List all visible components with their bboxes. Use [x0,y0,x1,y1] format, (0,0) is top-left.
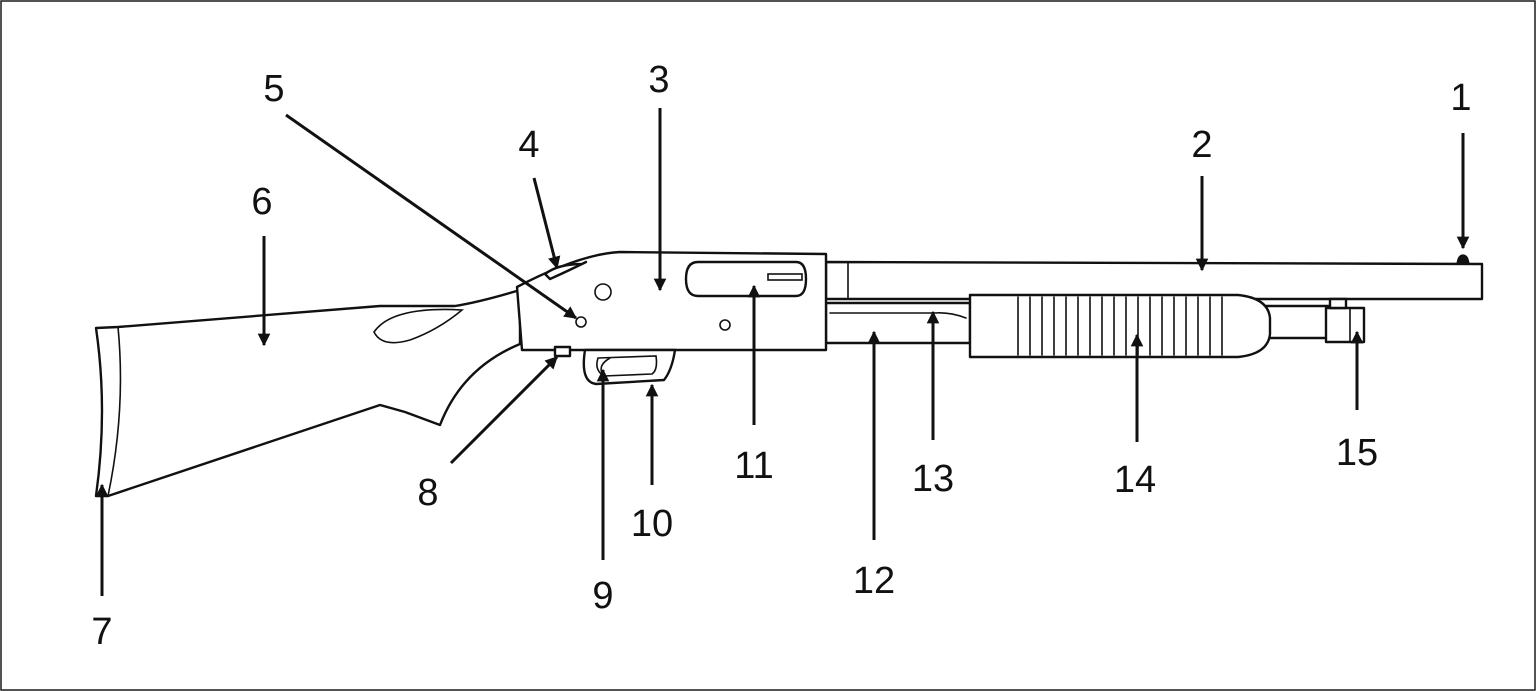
leader-4 [532,177,561,270]
callout-13: 13 [912,458,954,500]
callout-7: 7 [91,611,112,653]
leader-5 [285,113,578,320]
stock [94,288,522,498]
callout-15: 15 [1336,432,1378,474]
callout-1: 1 [1450,77,1471,119]
callout-numbers: 1 2 3 4 5 6 7 8 9 10 11 12 13 14 15 [91,59,1471,653]
leader-8 [449,355,559,465]
callout-2: 2 [1191,124,1212,166]
callout-8: 8 [417,472,438,514]
ejection-port [684,260,808,298]
forend-grip-ribs [1017,296,1223,356]
callout-6: 6 [251,181,272,223]
callout-5: 5 [263,68,284,110]
action-release-button [575,316,587,328]
small-lever [553,345,572,358]
receiver-screw-lower [719,319,731,331]
callout-11: 11 [734,445,773,487]
trigger-guard-opening [596,355,658,377]
leader-lines [95,108,1470,596]
callout-3: 3 [648,59,669,101]
magazine-tube [824,301,972,345]
barrel-band [1328,297,1348,310]
magazine-extension [1264,304,1332,340]
callout-14: 14 [1114,459,1156,501]
receiver-pin-round [594,283,612,301]
front-sight-bead [1456,254,1470,265]
butt-plate-line [107,326,122,497]
callout-12: 12 [853,560,895,602]
callout-9: 9 [592,575,613,617]
barrel [824,260,1484,301]
forend [968,293,1272,359]
callout-10: 10 [631,503,673,545]
callout-4: 4 [518,124,539,166]
wood-grain [373,308,465,344]
ejection-port-slot [767,273,803,281]
